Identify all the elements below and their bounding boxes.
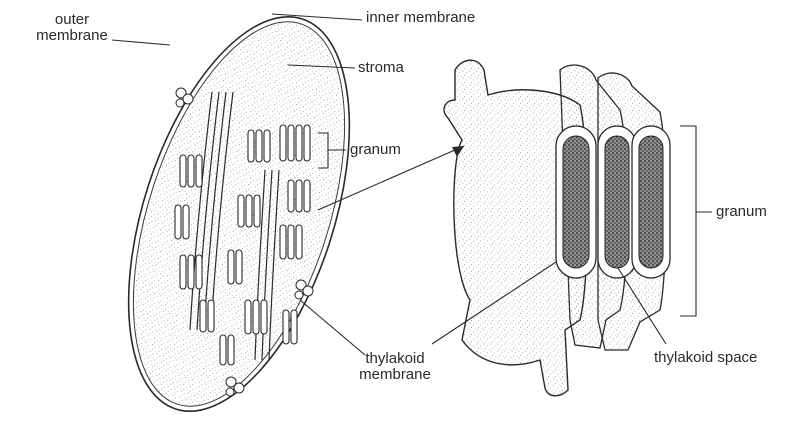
leader-outer-membrane	[112, 40, 170, 45]
label-stroma: stroma	[358, 60, 404, 76]
chloroplast	[85, 0, 392, 421]
label-thylakoid-space: thylakoid space	[654, 350, 757, 366]
label-granum-left: granum	[350, 142, 401, 158]
leader-thylakoid-membrane-a	[300, 300, 365, 355]
thylakoid-cross-sections	[556, 126, 670, 278]
label-inner-membrane: inner membrane	[366, 10, 475, 26]
label-outer-membrane: outer membrane	[30, 12, 114, 44]
label-thylakoid-membrane: thylakoid membrane	[350, 351, 440, 383]
granum-enlargement	[444, 60, 670, 396]
granum-bracket-right	[680, 126, 712, 316]
label-granum-right: granum	[716, 204, 767, 220]
